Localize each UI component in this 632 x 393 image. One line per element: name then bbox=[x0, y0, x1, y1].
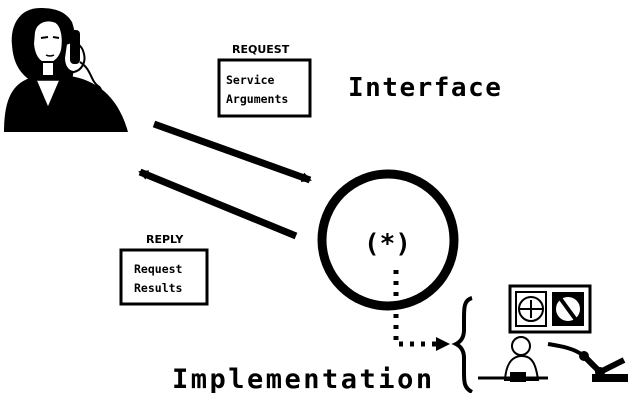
reply-arrow bbox=[138, 168, 298, 240]
reply-heading: REPLY bbox=[146, 233, 184, 246]
request-arrow bbox=[152, 120, 312, 184]
implementation-link-arrowhead bbox=[436, 337, 450, 351]
implementation-link bbox=[393, 270, 436, 347]
request-box-line2: Arguments bbox=[226, 92, 288, 106]
reply-box-line2: Results bbox=[134, 281, 182, 295]
reply-box bbox=[119, 248, 209, 306]
implementation-label: Implementation bbox=[172, 364, 435, 393]
request-heading: REQUEST bbox=[232, 43, 290, 56]
interface-label: Interface bbox=[348, 73, 502, 103]
server-symbol: (*) bbox=[364, 229, 411, 259]
server-object-icon bbox=[317, 169, 459, 311]
request-box bbox=[217, 58, 312, 118]
implementation-brace bbox=[451, 296, 474, 393]
reply-box-line1: Request bbox=[134, 262, 183, 276]
robot-arm-workstation-icon bbox=[478, 284, 628, 382]
person-on-phone-icon bbox=[4, 8, 128, 132]
request-box-line1: Service bbox=[226, 73, 275, 87]
